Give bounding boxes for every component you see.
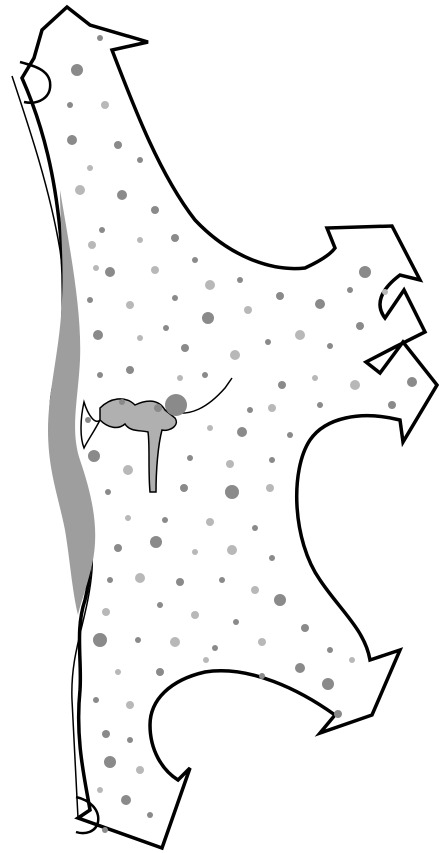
- branching-diagram: [0, 0, 439, 853]
